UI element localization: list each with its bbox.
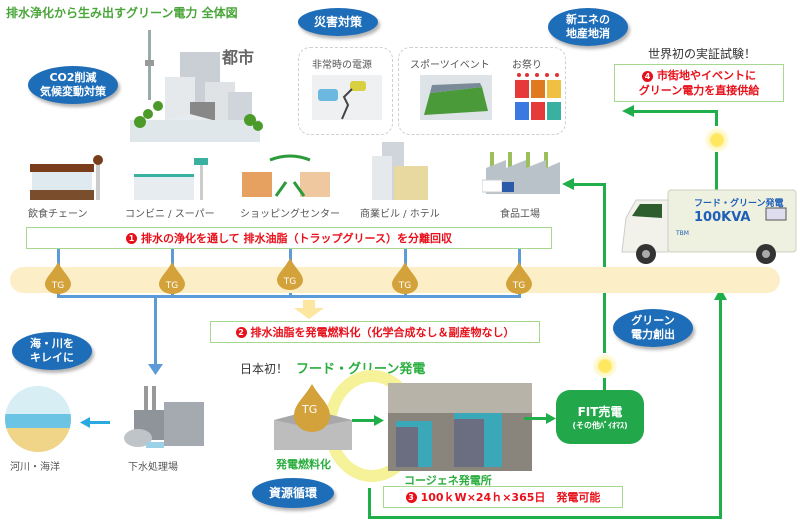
- power-truck-illustration: [621, 189, 797, 264]
- river-ocean-label: 河川・海洋: [10, 462, 60, 473]
- grease-drop: TG: [277, 258, 303, 290]
- badge-co2-line2: 気候変動対策: [40, 85, 106, 98]
- badge-clean-water-line2: キレイに: [30, 351, 74, 364]
- grease-drop-label: TG: [512, 281, 525, 291]
- flow-line-bottom: [368, 516, 722, 519]
- badge-local-energy-line2: 地産地消: [566, 27, 610, 40]
- cogeneration-plant-photo: [388, 383, 532, 471]
- truck-capacity: 100KVA: [694, 210, 751, 225]
- cogeneration-plant-label: コージェネ発電所: [404, 474, 492, 487]
- step3-box: 3 100ｋW×24ｈ×365日 発電可能: [383, 486, 623, 508]
- step4-number: 4: [642, 70, 653, 82]
- city-illustration: [130, 30, 263, 142]
- badge-green-power-line2: 電力創出: [631, 328, 675, 341]
- sewage-plant-label: 下水処理場: [128, 462, 178, 473]
- arrow-left-icon: [80, 417, 110, 428]
- convenience-store-icon: [134, 158, 208, 200]
- river-ocean-icon: [5, 386, 71, 452]
- world-first-label: 世界初の実証試験！: [648, 47, 757, 61]
- step4-line2: グリーン電力を直接供給: [638, 84, 760, 97]
- facility-label: コンビニ / スーパー: [125, 209, 215, 220]
- collector-pipe: [57, 295, 521, 298]
- emergency-power-label: 非常時の電源: [312, 60, 372, 71]
- truck-brand: TBM: [676, 230, 689, 237]
- grease-drop-label: TG: [283, 277, 296, 287]
- arrow-left-icon: [562, 178, 574, 190]
- facility-label: ショッピングセンター: [240, 209, 340, 220]
- badge-green-power-line1: グリーン: [631, 314, 675, 327]
- step3-text: 100ｋW×24ｈ×365日 発電可能: [420, 491, 601, 504]
- lightbulb-icon-top: [705, 128, 729, 152]
- step1-number: 1: [126, 232, 138, 244]
- grease-drop-label: TG: [165, 281, 178, 291]
- step2-box: 2 排水油脂を発電燃料化（化学合成なし＆副産物なし）: [210, 321, 540, 343]
- lightbulb-icon-fit: [593, 354, 617, 378]
- step2-number: 2: [235, 326, 247, 338]
- sports-event-label: スポーツイベント: [410, 60, 490, 71]
- badge-local-energy: 新エネの 地産地消: [548, 8, 628, 46]
- flow-line-to-truck: [719, 298, 722, 519]
- badge-clean-water: 海・川を キレイに: [12, 332, 92, 370]
- fit-sale-box: FIT売電 (その他ﾊﾞｲｵﾏｽ): [556, 390, 644, 444]
- badge-recycle: 資源循環: [252, 478, 334, 508]
- fit-sale-subtitle: (その他ﾊﾞｲｵﾏｽ): [572, 421, 628, 430]
- badge-disaster-line1: 災害対策: [313, 15, 362, 29]
- stadium-illustration: [420, 75, 492, 120]
- step4-line1: 市街地やイベントに: [657, 69, 756, 82]
- diagram-title: 排水浄化から生み出すグリーン電力 全体図: [6, 6, 238, 20]
- flow-line-bulb-to-truck: [715, 152, 718, 194]
- arrow-right-icon: [352, 415, 384, 426]
- sewage-plant-icon: [124, 386, 204, 448]
- badge-green-power: グリーン 電力創出: [613, 309, 693, 347]
- flow-line-to-factory: [572, 183, 606, 186]
- grease-drop: TG: [45, 262, 71, 294]
- badge-clean-water-line1: 海・川を: [30, 337, 74, 350]
- facility-label: 食品工場: [500, 209, 540, 220]
- badge-disaster: 災害対策: [298, 8, 378, 36]
- office-hotel-icon: [372, 142, 428, 200]
- festival-illustration: [515, 73, 561, 120]
- facility-label: 商業ビル / ホテル: [360, 209, 440, 220]
- shopping-center-icon: [242, 154, 330, 197]
- flow-line-supply-top: [630, 110, 718, 113]
- earthquake-illustration: [312, 75, 382, 120]
- grease-drop-label: TG: [51, 281, 64, 291]
- festival-label: お祭り: [512, 60, 542, 71]
- arrow-up-icon: [714, 288, 727, 300]
- food-factory-icon: [482, 152, 560, 194]
- step1-box: 1 排水の浄化を通して 排水油脂（トラップグリース）を分離回収: [26, 227, 552, 249]
- facility-label: 飲食チェーン: [28, 209, 88, 220]
- fuel-block-icon: [274, 384, 352, 450]
- fit-sale-title: FIT売電: [577, 405, 623, 419]
- badge-co2-line1: CO2削減: [49, 71, 97, 84]
- grease-drop: TG: [506, 262, 532, 294]
- city-label: 都市: [222, 48, 255, 67]
- grease-drop: TG: [392, 262, 418, 294]
- step4-box: 4 市街地やイベントに グリーン電力を直接供給: [614, 64, 784, 102]
- badge-local-energy-line1: 新エネの: [566, 13, 610, 26]
- badge-recycle-line1: 資源循環: [268, 486, 317, 500]
- arrow-down-icon: [148, 364, 163, 375]
- step3-number: 3: [405, 491, 417, 503]
- grease-drop: TG: [159, 262, 185, 294]
- emergency-power-box: [298, 47, 393, 135]
- badge-co2-reduction: CO2削減 気候変動対策: [28, 66, 118, 104]
- truck-sign: フード・グリーン発電: [694, 199, 784, 209]
- arrow-down-icon: [294, 300, 324, 319]
- arrow-right-icon: [524, 413, 556, 424]
- grease-drop-label: TG: [398, 281, 411, 291]
- step2-text: 排水油脂を発電燃料化（化学合成なし＆副産物なし）: [250, 326, 515, 339]
- step1-text: 排水の浄化を通して 排水油脂（トラップグリース）を分離回収: [141, 232, 452, 245]
- fuel-label: 発電燃料化: [276, 458, 331, 471]
- sewage-pipe: [154, 295, 157, 367]
- flow-line-supply-vertical: [715, 110, 718, 126]
- flow-line-bulb-to-fit: [603, 378, 606, 390]
- restaurant-icon: [30, 155, 103, 200]
- arrow-left-icon: [622, 105, 634, 117]
- fuel-drop-label: TG: [302, 403, 318, 416]
- japan-first-prefix: 日本初！: [240, 362, 289, 376]
- flow-line-bottom-left: [368, 488, 371, 519]
- food-green-power-title: フード・グリーン発電: [296, 362, 426, 377]
- events-box: [398, 47, 566, 135]
